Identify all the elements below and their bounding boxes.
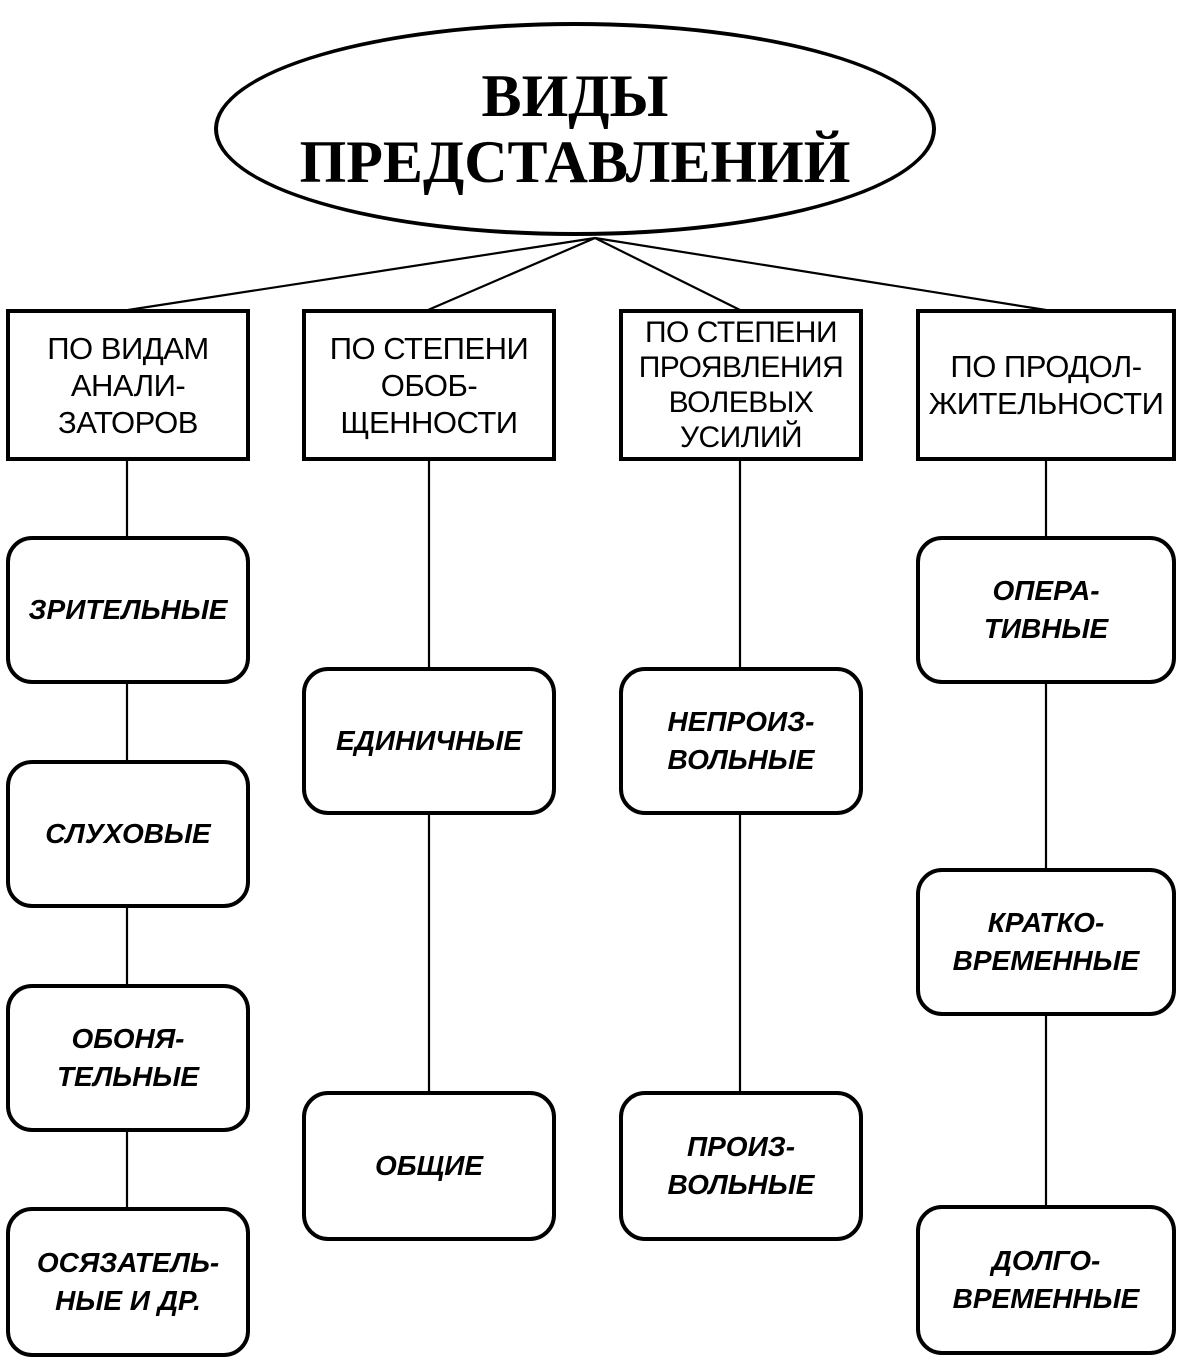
connector-title-cat-4 bbox=[594, 236, 1047, 312]
leaf-line: КРАТКО- bbox=[987, 907, 1105, 938]
leaf-operative: ОПЕРА- ТИВНЫЕ bbox=[916, 536, 1176, 684]
category-line: ЖИТЕЛЬНОСТИ bbox=[928, 386, 1164, 421]
leaf-line: НЫЕ И ДР. bbox=[55, 1285, 201, 1316]
leaf-line: ЕДИНИЧНЫЕ bbox=[335, 725, 523, 756]
category-line: АНАЛИ- bbox=[70, 367, 186, 403]
leaf-visual: ЗРИТЕЛЬНЫЕ bbox=[6, 536, 250, 684]
leaf-involuntary: НЕПРОИЗ- ВОЛЬНЫЕ bbox=[619, 667, 863, 815]
category-line: ПРОЯВЛЕНИЯ bbox=[638, 351, 844, 384]
leaf-single: ЕДИНИЧНЫЕ bbox=[302, 667, 556, 815]
title-oval: ВИДЫ ПРЕДСТАВЛЕНИЙ bbox=[214, 22, 936, 236]
connector-title-cat-2 bbox=[427, 236, 596, 312]
category-line: ЩЕННОСТИ bbox=[340, 404, 518, 440]
leaf-line: ДОЛГО- bbox=[991, 1245, 1101, 1276]
leaf-olfactory: ОБОНЯ- ТЕЛЬНЫЕ bbox=[6, 984, 250, 1132]
leaf-voluntary: ПРОИЗ- ВОЛЬНЫЕ bbox=[619, 1091, 863, 1241]
category-duration: ПО ПРОДОЛ- ЖИТЕЛЬНОСТИ bbox=[916, 309, 1176, 461]
leaf-line: ТЕЛЬНЫЕ bbox=[56, 1061, 200, 1092]
category-line: УСИЛИЙ bbox=[679, 421, 803, 454]
category-analyzers: ПО ВИДАМ АНАЛИ- ЗАТОРОВ bbox=[6, 309, 250, 461]
leaf-line: НЕПРОИЗ- bbox=[667, 706, 815, 737]
title-line-1: ВИДЫ bbox=[481, 63, 669, 129]
category-line: ПО ПРОДОЛ- bbox=[950, 349, 1142, 384]
category-line: ЗАТОРОВ bbox=[58, 404, 198, 440]
category-line: ПО СТЕПЕНИ bbox=[329, 330, 529, 366]
leaf-line: ОСЯЗАТЕЛЬ- bbox=[36, 1247, 220, 1278]
category-line: ОБОБ- bbox=[380, 367, 478, 403]
leaf-line: СЛУХОВЫЕ bbox=[45, 818, 211, 849]
category-line: ПО СТЕПЕНИ bbox=[644, 316, 838, 349]
title-line-2: ПРЕДСТАВЛЕНИЙ bbox=[299, 129, 851, 195]
connector-title-cat-3 bbox=[594, 237, 741, 311]
leaf-long-term: ДОЛГО- ВРЕМЕННЫЕ bbox=[916, 1205, 1176, 1355]
leaf-auditory: СЛУХОВЫЕ bbox=[6, 760, 250, 908]
leaf-line: ОБОНЯ- bbox=[71, 1023, 185, 1054]
leaf-tactile: ОСЯЗАТЕЛЬ- НЫЕ И ДР. bbox=[6, 1207, 250, 1357]
leaf-line: ПРОИЗ- bbox=[686, 1131, 796, 1162]
leaf-line: ВОЛЬНЫЕ bbox=[667, 744, 815, 775]
leaf-line: ОБЩИЕ bbox=[374, 1150, 484, 1181]
category-generalization: ПО СТЕПЕНИ ОБОБ- ЩЕННОСТИ bbox=[302, 309, 556, 461]
leaf-general: ОБЩИЕ bbox=[302, 1091, 556, 1241]
leaf-short-term: КРАТКО- ВРЕМЕННЫЕ bbox=[916, 868, 1176, 1016]
leaf-line: ВРЕМЕННЫЕ bbox=[952, 1283, 1140, 1314]
leaf-line: ОПЕРА- bbox=[992, 575, 1100, 606]
connector-title-cat-1 bbox=[127, 236, 596, 312]
leaf-line: ВРЕМЕННЫЕ bbox=[952, 945, 1140, 976]
category-line: ПО ВИДАМ bbox=[47, 330, 209, 366]
category-volitional-effort: ПО СТЕПЕНИ ПРОЯВЛЕНИЯ ВОЛЕВЫХ УСИЛИЙ bbox=[619, 309, 863, 461]
category-line: ВОЛЕВЫХ bbox=[668, 386, 814, 419]
leaf-line: ЗРИТЕЛЬНЫЕ bbox=[28, 594, 228, 625]
leaf-line: ТИВНЫЕ bbox=[983, 613, 1109, 644]
leaf-line: ВОЛЬНЫЕ bbox=[667, 1169, 815, 1200]
